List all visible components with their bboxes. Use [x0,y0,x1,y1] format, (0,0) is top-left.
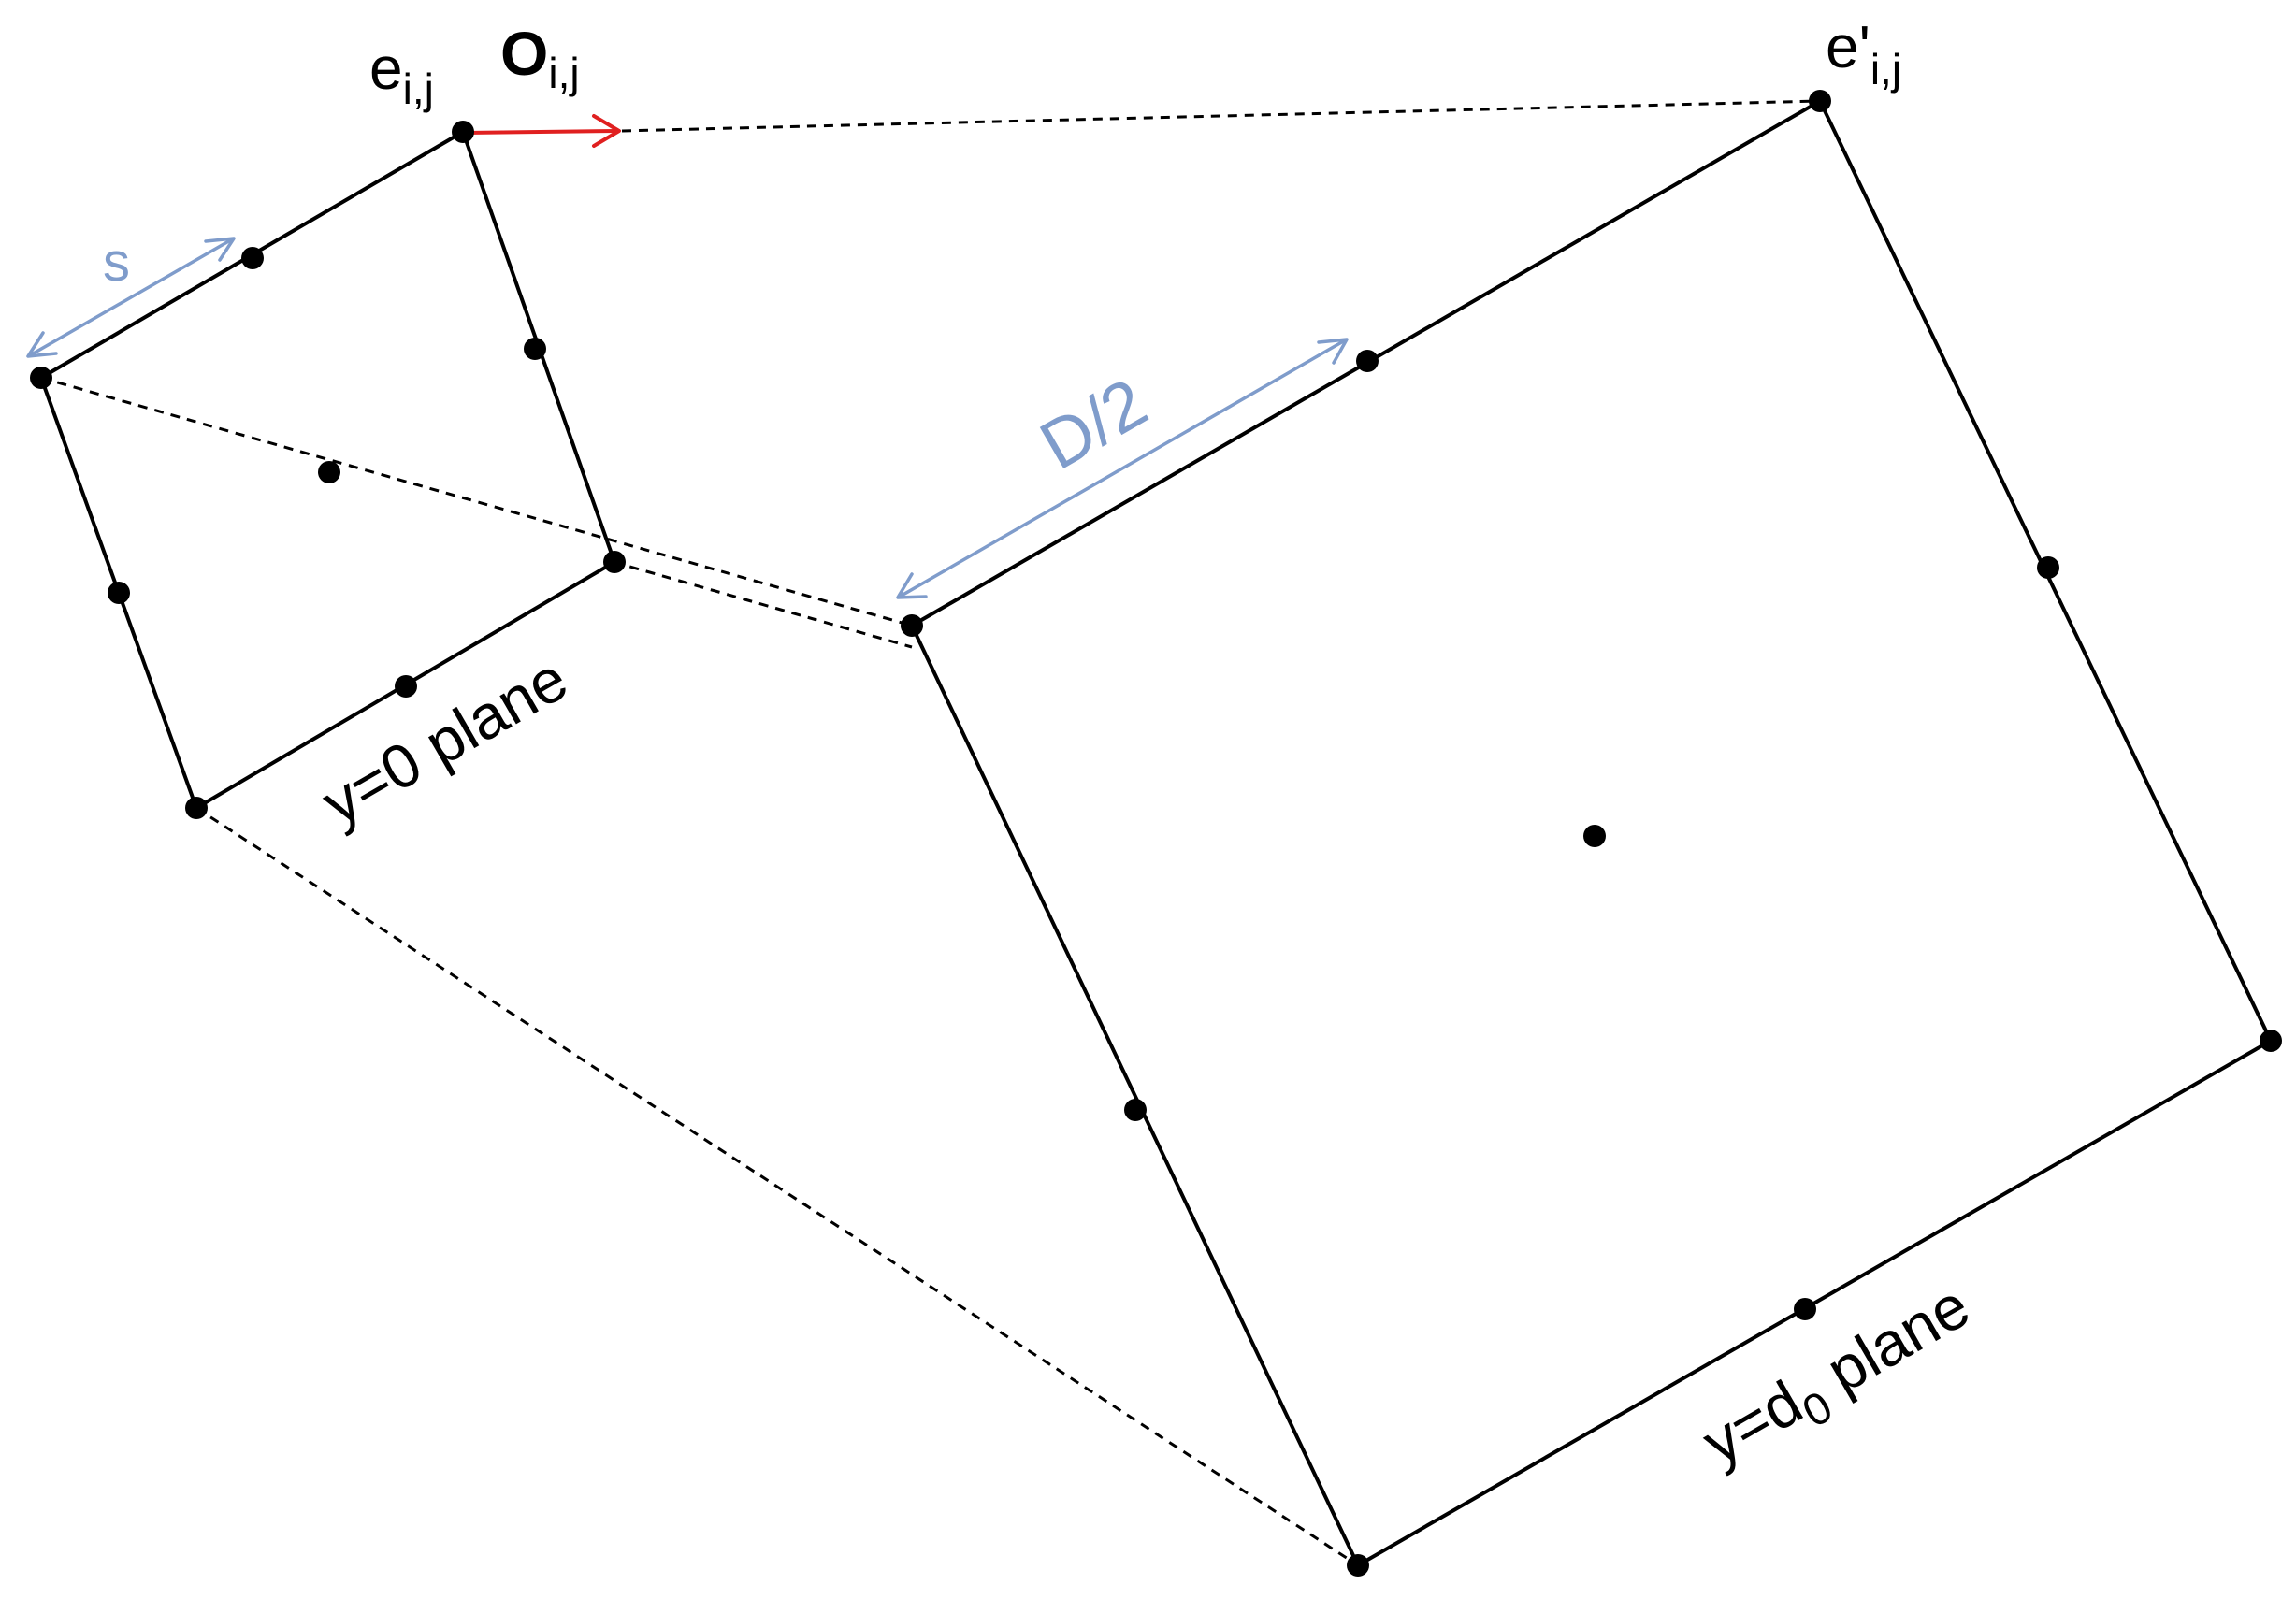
projection-line-left-lower [613,560,913,649]
d-half-dimension-arrow [896,338,1349,599]
e-ij-label: ei,j [369,35,434,113]
corner-point [30,367,52,389]
corner-point [2260,1030,2282,1052]
midpoint [2037,556,2059,579]
corner-point [901,614,923,637]
corner-point [1809,90,1831,112]
corner-point [1347,1554,1369,1577]
midpoint [241,247,264,269]
s-dimension-arrow [26,237,236,358]
center-point [318,461,340,483]
d-half-label: D/2 [1028,363,1160,483]
corner-point [603,551,626,573]
midpoint [1794,1298,1816,1320]
midpoint [395,675,417,698]
projection-lines [40,99,1821,1567]
projection-line-bottom [195,806,1359,1567]
projection-line-top [621,99,1821,133]
midpoint [524,338,546,360]
projection-line-left-upper [40,376,913,627]
e-prime-ij-label: e'i,j [1826,13,1901,94]
center-point [1583,825,1606,847]
midpoint [1124,1099,1147,1121]
y-d0-plane-label: y=d0 plane [1691,1271,1986,1489]
corner-point [185,797,208,819]
midpoint [108,582,130,604]
small-square-points [30,121,626,819]
midpoint [1356,350,1379,372]
corner-point [452,121,474,143]
offset-vector-arrow [461,114,621,148]
s-label: s [103,232,130,293]
large-square-points [901,90,2282,1577]
o-ij-label: Oi,j [500,19,580,97]
y0-plane-label: y=0 plane [310,643,578,838]
